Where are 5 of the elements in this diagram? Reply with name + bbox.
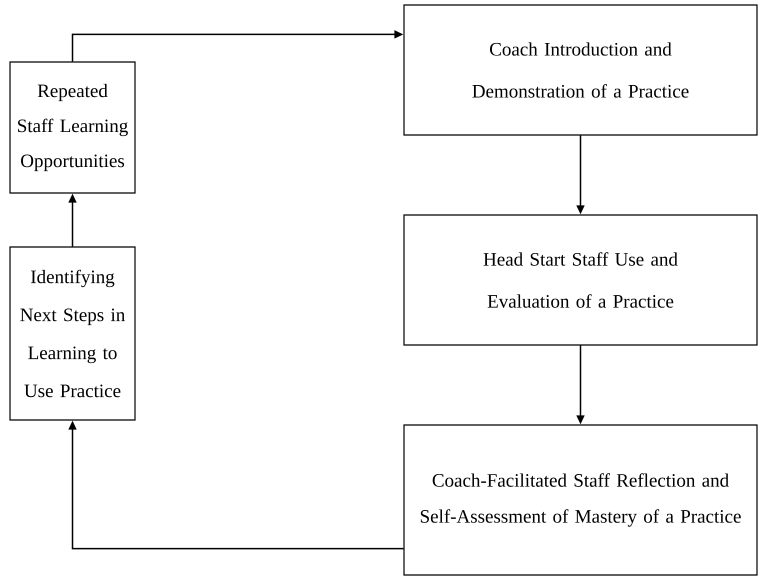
process-box: Repeated Staff Learning Opportunities: [9, 61, 136, 194]
process-box: Head Start Staff Use and Evaluation of a Practice: [403, 214, 758, 346]
process-box: Coach Introduction and Demonstration of a Practice: [403, 4, 758, 136]
process-box: Identifying Next Steps in Learning to Use Practice: [9, 246, 136, 421]
process-box: Coach-Facilitated Staff Reflection and Self-Assessment of Mastery of a Practice: [403, 424, 758, 576]
